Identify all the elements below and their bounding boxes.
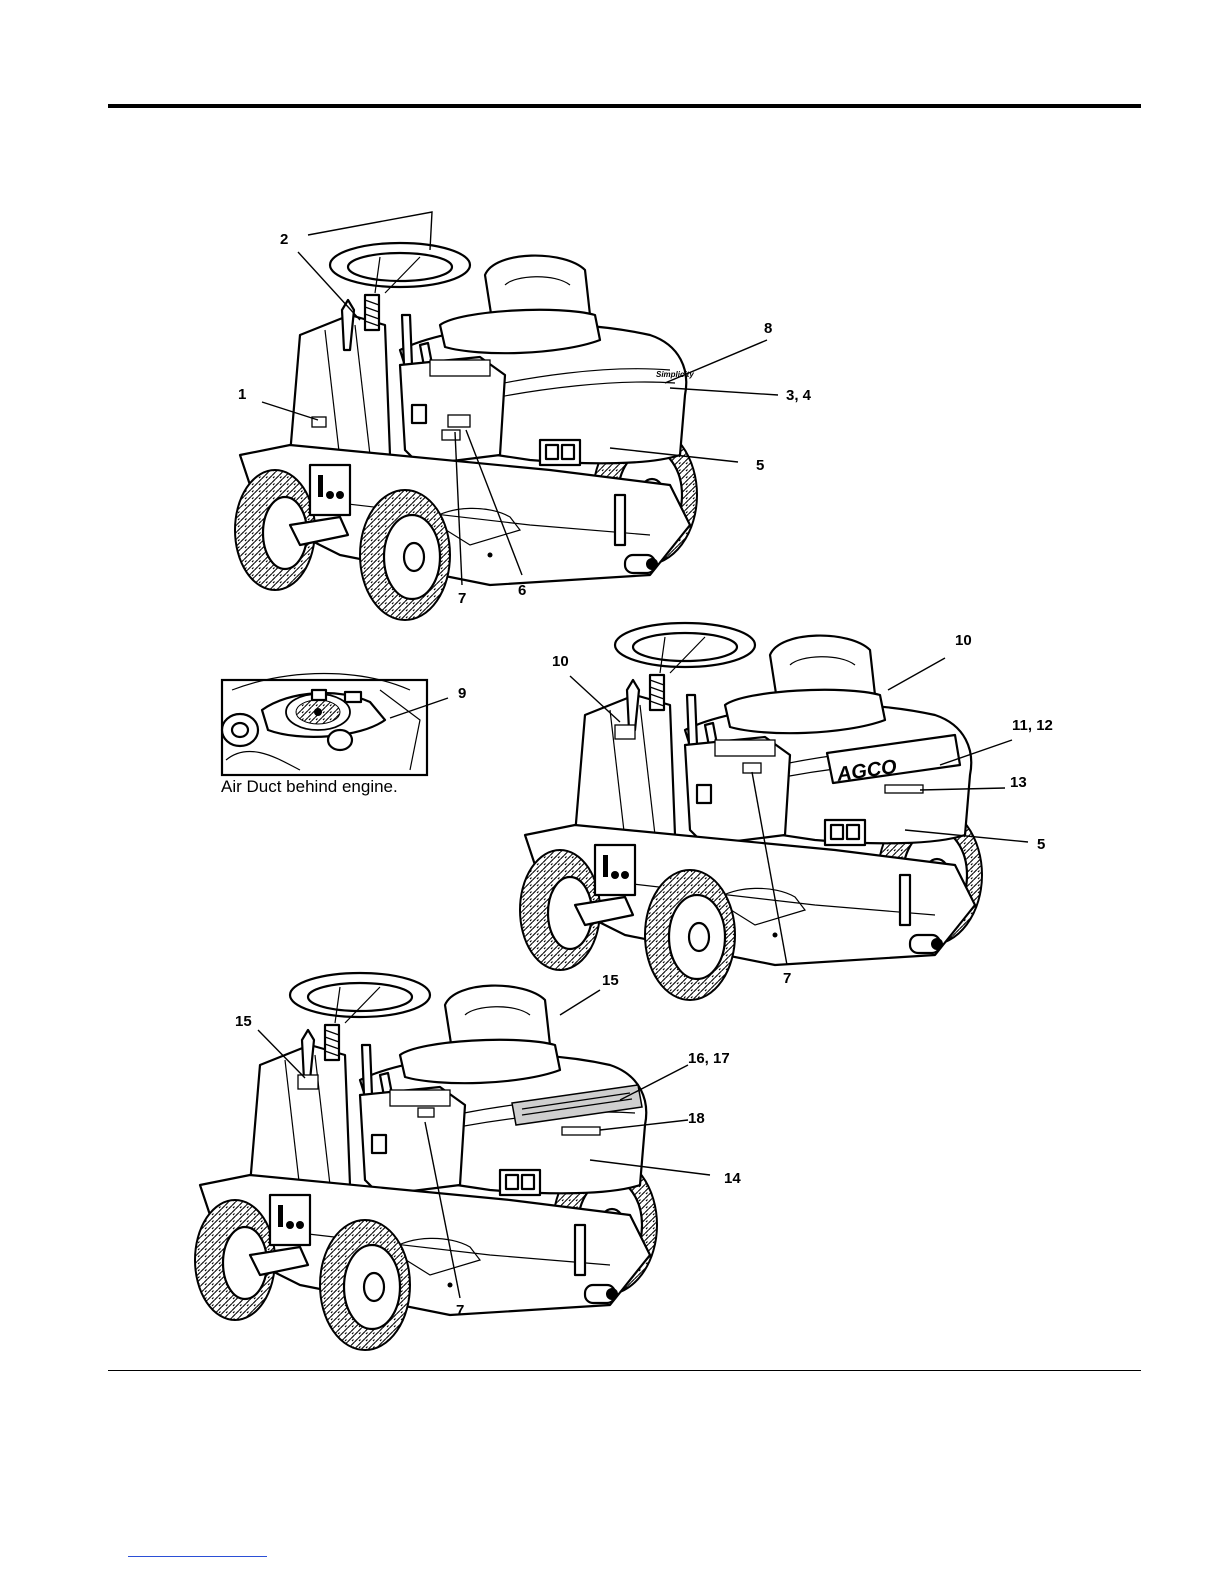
callout-16-17: 16, 17 [688, 1050, 730, 1067]
callout-18: 18 [688, 1110, 705, 1127]
air-duct-inset [222, 674, 448, 776]
callout-10-b: 10 [955, 632, 972, 649]
callout-7-b: 7 [783, 970, 791, 987]
callout-2: 2 [280, 231, 288, 248]
inset-caption: Air Duct behind engine. [221, 777, 398, 797]
callout-5-a: 5 [756, 457, 764, 474]
callout-13: 13 [1010, 774, 1027, 791]
callout-14: 14 [724, 1170, 741, 1187]
callout-8: 8 [764, 320, 772, 337]
callout-3-4: 3, 4 [786, 387, 812, 404]
footer-link-underline[interactable] [128, 1556, 267, 1557]
callout-15-b: 15 [602, 972, 619, 989]
callout-6: 6 [518, 582, 526, 599]
mower-illustration-c [195, 973, 657, 1350]
footer-rule [108, 1370, 1141, 1371]
callout-1: 1 [238, 386, 246, 403]
mower-illustration-b [520, 623, 982, 1000]
callout-7-c: 7 [456, 1302, 464, 1319]
callout-15-a: 15 [235, 1013, 252, 1030]
callout-7-a: 7 [458, 590, 466, 607]
svg-text:Simplicity: Simplicity [656, 370, 694, 379]
callout-9: 9 [458, 685, 466, 702]
callout-10-a: 10 [552, 653, 569, 670]
callout-5-b: 5 [1037, 836, 1045, 853]
callout-11-12: 11, 12 [1012, 717, 1053, 734]
